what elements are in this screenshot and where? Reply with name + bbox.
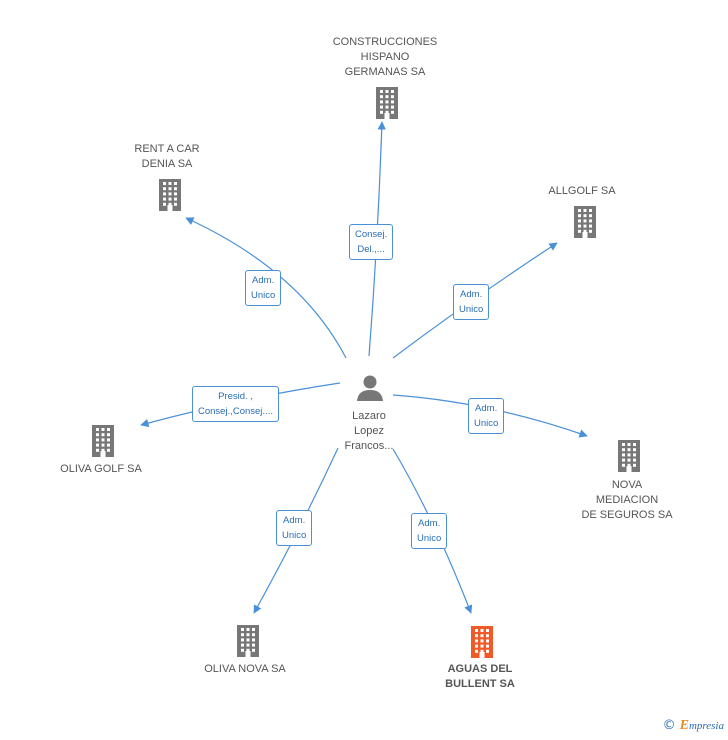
company-label-nova[interactable]: NOVA MEDIACION DE SEGUROS SA — [581, 479, 673, 521]
company-label-construcciones[interactable]: CONSTRUCCIONES HISPANO GERMANAS SA — [332, 36, 438, 78]
company-label-aguas[interactable]: AGUAS DEL BULLENT SA — [445, 663, 515, 690]
role-label-construcciones[interactable]: Consej. Del.,... — [349, 224, 394, 260]
building-icon-allgolf[interactable] — [570, 204, 600, 238]
copyright-icon: © — [662, 718, 676, 733]
person-name[interactable]: Lazaro Lopez Francos... — [344, 410, 394, 452]
building-icon-aguas[interactable] — [467, 624, 497, 658]
role-label-olivagolf[interactable]: Presid. , Consej.,Consej.... — [192, 386, 279, 422]
role-label-rent[interactable]: Adm. Unico — [245, 270, 282, 306]
building-icon-olivagolf[interactable] — [88, 423, 118, 457]
role-label-nova[interactable]: Adm. Unico — [468, 398, 505, 434]
company-label-rent[interactable]: RENT A CAR DENIA SA — [134, 143, 200, 170]
role-label-olivanova[interactable]: Adm. Unico — [276, 510, 313, 546]
company-label-allgolf[interactable]: ALLGOLF SA — [548, 185, 616, 197]
building-icon-nova[interactable] — [614, 438, 644, 472]
person-icon[interactable] — [355, 373, 385, 403]
role-label-aguas[interactable]: Adm. Unico — [411, 513, 448, 549]
edge-rent — [185, 217, 347, 359]
role-label-allgolf[interactable]: Adm. Unico — [453, 284, 490, 320]
building-icon-olivanova[interactable] — [233, 623, 263, 657]
empresia-logo: ©Empresia — [662, 718, 724, 733]
company-label-olivagolf[interactable]: OLIVA GOLF SA — [60, 463, 142, 475]
building-icon-rent[interactable] — [155, 177, 185, 211]
building-icon-construcciones[interactable] — [372, 85, 402, 119]
company-label-olivanova[interactable]: OLIVA NOVA SA — [204, 663, 286, 675]
